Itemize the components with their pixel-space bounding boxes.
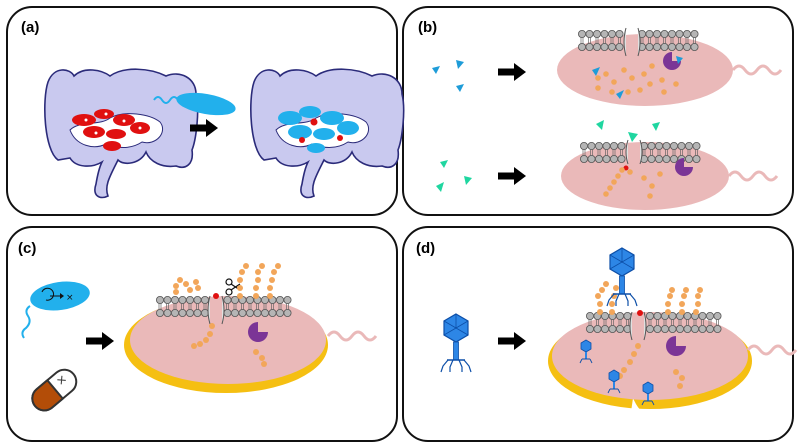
panel-c-label: (c) [18, 240, 37, 257]
capsule-pill-icon [31, 368, 78, 412]
enzyme-icon-b2 [675, 158, 693, 176]
panel-a-label: (a) [21, 19, 40, 36]
arrow-icon-d [498, 332, 526, 350]
cell-d [552, 312, 798, 400]
pathogen-cluster-a [72, 109, 150, 151]
scissors-icon [225, 278, 241, 296]
signal-molecules-b1 [432, 60, 464, 92]
peptide-chains-d [595, 281, 703, 389]
bacteriophage-icon-top [606, 247, 638, 307]
engineered-bacterium-icon: × [21, 281, 90, 339]
peptides-b1 [595, 63, 679, 95]
cell-b2 [561, 142, 779, 210]
signal-molecules-b1-inside [592, 56, 683, 99]
receptor-d [629, 311, 647, 341]
bacteriophage-icon-free [440, 313, 472, 373]
enzyme-icon-c [248, 322, 268, 342]
signal-molecules-b2 [436, 120, 660, 192]
peptides-b2 [603, 167, 663, 199]
cell-b1 [557, 34, 783, 106]
svg-text:×: × [66, 293, 74, 303]
cleavage-site-d [637, 310, 643, 316]
arrow-icon-c [86, 332, 114, 350]
panel-b-label: (b) [418, 19, 438, 36]
probiotic-bacterium-icon [153, 92, 236, 116]
receptor-b2 [625, 139, 643, 165]
enzyme-icon-b1 [663, 52, 681, 70]
enzyme-icon-d [666, 336, 686, 356]
peptide-chains-c [173, 263, 281, 367]
arrow-icon-b1 [498, 63, 526, 81]
colon-after-icon [250, 68, 405, 199]
receptor-c [207, 295, 225, 325]
cell-c [130, 296, 378, 384]
cleavage-site-c [213, 293, 219, 299]
arrow-icon-b2 [498, 167, 526, 185]
cleavage-site-b2 [623, 165, 629, 171]
receptor-b1 [623, 27, 641, 57]
panel-d-label: (d) [416, 240, 436, 257]
